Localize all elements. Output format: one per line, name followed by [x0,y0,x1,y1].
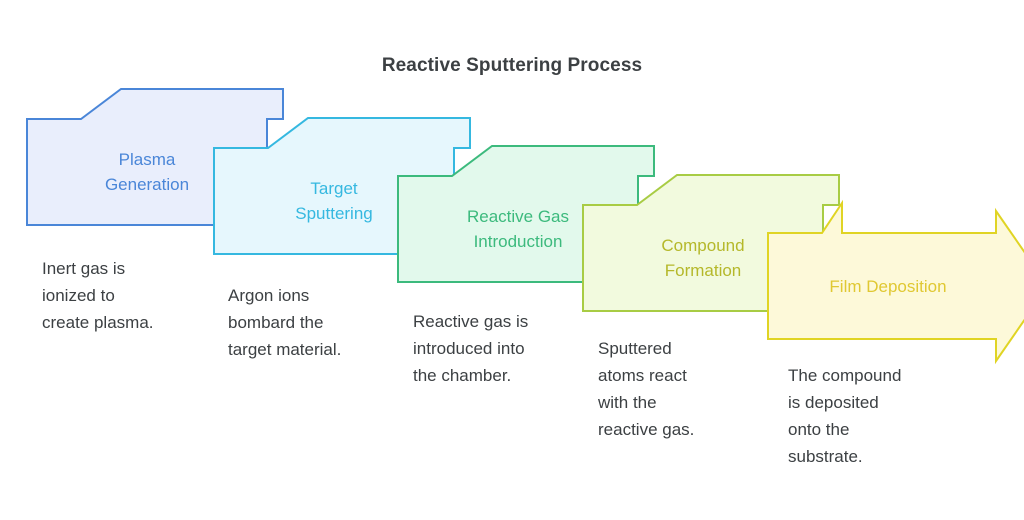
step-description-reactive-gas-introduction: Reactive gas is introduced into the cham… [413,312,529,385]
step-description-compound-formation: Sputtered atoms react with the reactive … [598,339,695,439]
step-shape-film-deposition [767,199,1024,365]
step-description-film-deposition: The compound is deposited onto the subst… [788,366,902,466]
process-step-film-deposition: Film Deposition [767,199,1024,365]
step-description-target-sputtering: Argon ions bombard the target material. [228,286,342,359]
step-description-plasma-generation: Inert gas is ionized to create plasma. [42,259,154,332]
page-title: Reactive Sputtering Process [381,55,643,76]
